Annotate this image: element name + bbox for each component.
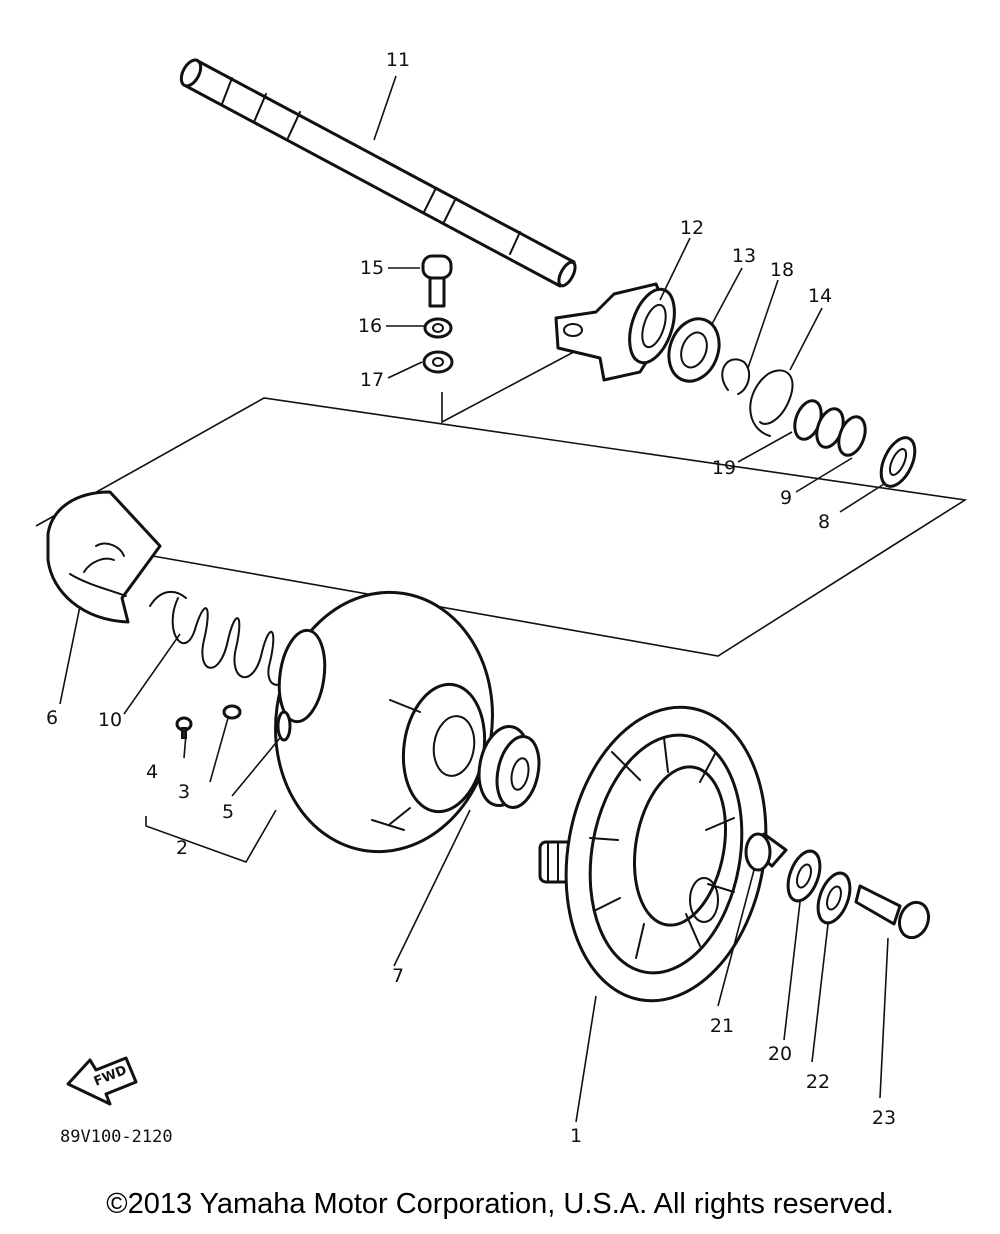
callout-5: 5 xyxy=(222,801,234,823)
part-circlip-18 xyxy=(721,358,751,395)
callout-18: 18 xyxy=(770,259,794,281)
part-bearing xyxy=(667,317,721,383)
part-collars-19 xyxy=(793,399,867,457)
callout-23: 23 xyxy=(872,1107,896,1129)
part-spring xyxy=(149,590,303,686)
part-fixed-sheave xyxy=(538,705,768,1003)
callout-3: 3 xyxy=(178,781,190,803)
drawing-code: 89V100-2120 xyxy=(60,1127,173,1147)
callout-6: 6 xyxy=(46,707,58,729)
part-bracket xyxy=(554,282,676,382)
part-shaft xyxy=(179,58,577,288)
callout-8: 8 xyxy=(818,511,830,533)
callout-15: 15 xyxy=(360,257,384,279)
part-washer-8 xyxy=(879,436,917,488)
callout-10: 10 xyxy=(98,709,122,731)
assembly-outline xyxy=(35,337,968,657)
part-washer-17 xyxy=(422,350,454,374)
copyright-notice: ©2013 Yamaha Motor Corporation, U.S.A. A… xyxy=(106,1188,894,1220)
part-washer-20 xyxy=(786,849,822,903)
callout-17: 17 xyxy=(360,369,384,391)
part-movable-sheave xyxy=(274,590,494,854)
callout-labels: 1 2 3 4 5 6 7 8 9 10 11 12 13 14 15 16 1… xyxy=(46,49,896,1147)
part-bushing-5 xyxy=(276,710,292,742)
part-lock-washer-16 xyxy=(423,317,453,339)
part-screw-4 xyxy=(175,716,193,739)
callout-14: 14 xyxy=(808,285,832,307)
callout-11: 11 xyxy=(386,49,410,71)
callout-22: 22 xyxy=(806,1071,830,1093)
leader-lines xyxy=(59,75,889,1123)
part-washer-22 xyxy=(816,871,852,925)
part-bolt-23 xyxy=(854,884,931,940)
part-cam xyxy=(46,490,162,624)
part-snap-ring-14 xyxy=(749,369,794,437)
callout-19: 19 xyxy=(712,457,736,479)
callout-9: 9 xyxy=(780,487,792,509)
callout-12: 12 xyxy=(680,217,704,239)
callout-20: 20 xyxy=(768,1043,792,1065)
callout-16: 16 xyxy=(358,315,382,337)
part-slider-3 xyxy=(222,704,242,720)
callout-7: 7 xyxy=(392,965,404,987)
callout-1: 1 xyxy=(570,1125,582,1147)
callout-2: 2 xyxy=(176,837,188,859)
callout-4: 4 xyxy=(146,761,158,783)
callout-13: 13 xyxy=(732,245,756,267)
part-collars-7 xyxy=(477,725,541,809)
callout-21: 21 xyxy=(710,1015,734,1037)
part-spacer-21 xyxy=(744,832,788,872)
fwd-arrow-icon: FWD xyxy=(66,1056,138,1106)
part-bolt-15 xyxy=(421,254,453,308)
